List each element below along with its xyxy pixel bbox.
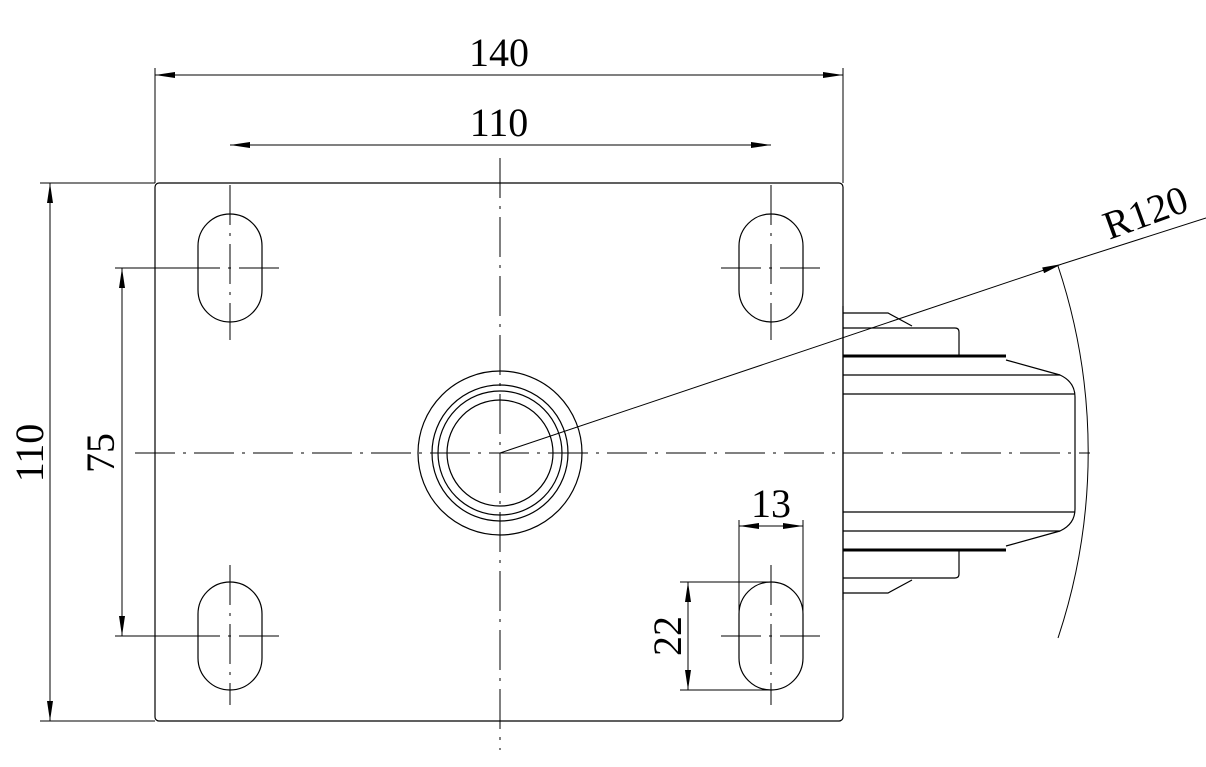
svg-text:140: 140 [469, 30, 529, 75]
mounting-plate [154, 182, 844, 722]
kingpin-boss [417, 370, 583, 536]
dim-slot-length: 22 [645, 581, 771, 691]
svg-text:22: 22 [645, 616, 690, 656]
svg-text:110: 110 [7, 424, 52, 483]
dim-hole-spacing-x: 110 [230, 100, 771, 148]
slot-bottom-left [197, 581, 263, 691]
dim-hole-spacing-y: 75 [78, 267, 180, 637]
dim-overall-width: 140 [154, 30, 844, 183]
slot-top-right [738, 213, 804, 323]
dim-overall-height: 110 [7, 182, 155, 722]
dim-slot-width: 13 [738, 481, 804, 636]
svg-text:75: 75 [78, 433, 123, 473]
center-lines [135, 158, 1090, 750]
slot-top-left [197, 213, 263, 323]
svg-text:13: 13 [751, 481, 791, 526]
dim-swivel-radius: R120 [499, 176, 1206, 639]
svg-text:110: 110 [470, 100, 529, 145]
